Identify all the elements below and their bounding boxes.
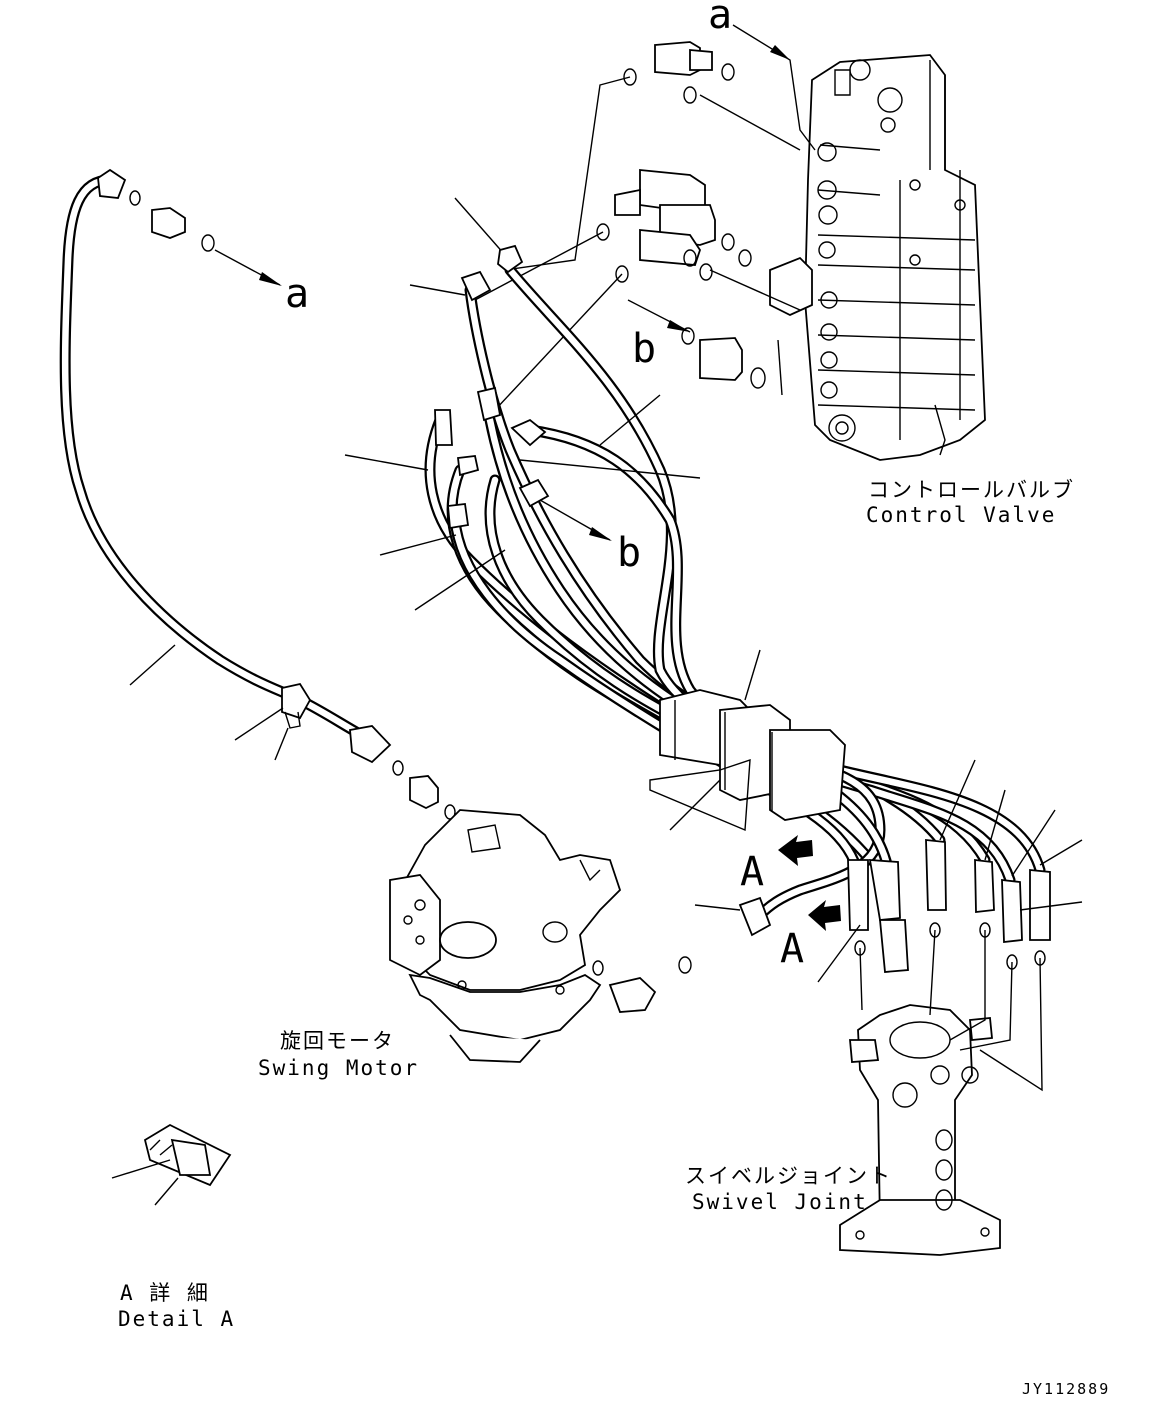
hose-end-fittings: [97, 168, 1051, 973]
view-A-arrow-upper: [778, 835, 813, 866]
detail-A-drawing: [111, 1123, 232, 1206]
swivel-joint-jp-label: スイベルジョイント: [685, 1164, 892, 1188]
view-A-arrow-lower: [808, 900, 841, 931]
hose-clamp-block: [649, 689, 846, 832]
swivel-joint-en-label: Swivel Joint: [692, 1190, 868, 1214]
control-valve-en-label: Control Valve: [866, 503, 1056, 527]
ref-b-upper-label: b: [632, 326, 656, 372]
small-fittings: [129, 190, 1046, 1013]
swivel-joint-drawing: [839, 1004, 1001, 1256]
ref-b-lower-label: b: [617, 530, 641, 576]
swing-motor-drawing: [389, 809, 622, 1063]
ref-a-left-label: a: [285, 271, 309, 317]
view-A-upper-label: A: [740, 849, 764, 895]
view-A-lower-label: A: [780, 926, 804, 972]
detail-A-en-label: Detail A: [118, 1307, 235, 1331]
ref-a-arrow-line: [732, 24, 816, 151]
swing-motor-jp-label: 旋回モータ: [280, 1029, 395, 1053]
hose-clamp: [281, 682, 312, 729]
drawing-code: JY112889: [1022, 1380, 1110, 1398]
control-valve-fittings: [596, 41, 766, 389]
swing-motor-en-label: Swing Motor: [258, 1056, 419, 1080]
control-valve-drawing: [769, 54, 986, 461]
ref-a-top-label: a: [708, 0, 732, 38]
control-valve-jp-label: コントロールバルブ: [868, 478, 1075, 502]
ref-a-arrowhead: [770, 45, 790, 60]
detail-A-jp-label: A 詳 細: [120, 1281, 210, 1305]
